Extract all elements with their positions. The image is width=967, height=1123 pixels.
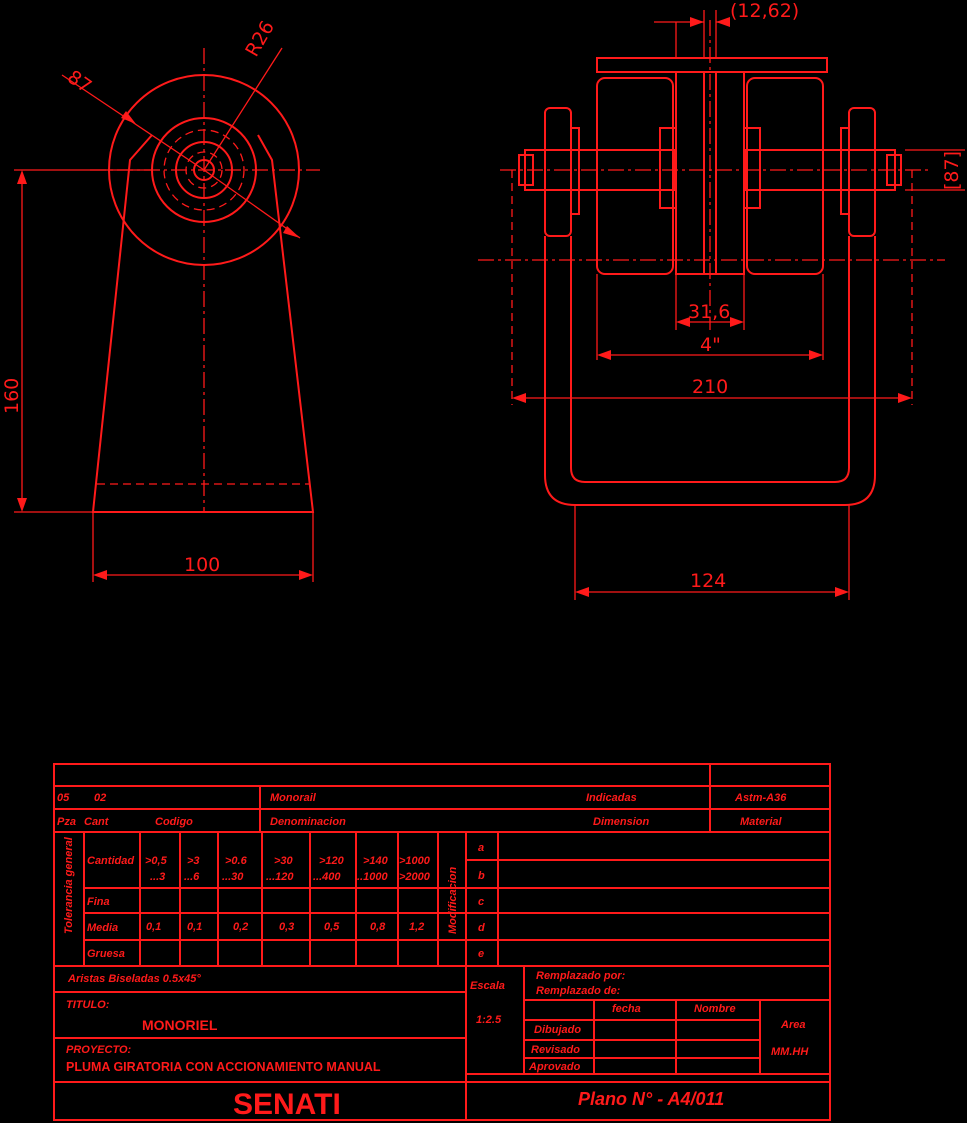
tb-media-values: 0,1 0,1 0,2 0,3 0,5 0,8 1,2: [146, 921, 424, 933]
tb-range: ...3: [150, 871, 165, 883]
tb-pza-value: 05: [57, 792, 70, 804]
tb-revisado: Revisado: [531, 1044, 580, 1056]
tb-mod-letter: d: [478, 922, 485, 934]
tb-range: >2000: [399, 871, 431, 883]
dim-front-radius: R26: [241, 17, 279, 60]
tb-range: >140: [363, 855, 389, 867]
tb-area-label: Area: [780, 1019, 805, 1031]
tb-media-value: 0,5: [324, 921, 340, 933]
tb-mod-letter: e: [478, 948, 484, 960]
tb-codigo-header: Codigo: [155, 816, 193, 828]
tb-range: >120: [319, 855, 345, 867]
tb-row-media: Media: [87, 922, 118, 934]
tb-modificacion-label: Modificacion: [447, 866, 459, 934]
tb-escala: 1:2.5: [476, 1014, 502, 1026]
tb-media-value: 0,3: [279, 921, 294, 933]
tb-range: ..1000: [357, 871, 388, 883]
tb-media-value: 0,8: [370, 921, 386, 933]
side-view: (12,62) 31,6 4" 210 124 [87]: [478, 0, 965, 600]
tb-dibujado: Dibujado: [534, 1024, 581, 1036]
tb-escala-label: Escala: [470, 980, 505, 992]
tb-material-header: Material: [740, 816, 783, 828]
tb-proyecto-label: PROYECTO:: [66, 1044, 132, 1056]
tb-mod-letter: c: [478, 896, 484, 908]
tb-titulo: MONORIEL: [142, 1017, 218, 1033]
dim-front-width: 100: [184, 554, 220, 576]
tb-remplazado-de: Remplazado de:: [536, 985, 621, 997]
title-block: 05 02 Monorail Indicadas Astm-A36 Pza Ca…: [53, 763, 831, 1121]
tb-row-fina: Fina: [87, 896, 110, 908]
tb-media-value: 0,2: [233, 921, 248, 933]
tb-range: >0,5: [145, 855, 168, 867]
dim-side-gap: (12,62): [730, 0, 799, 22]
tb-range: ...6: [184, 871, 200, 883]
tb-range: ...30: [222, 871, 244, 883]
tb-aristas: Aristas Biseladas 0.5x45°: [67, 973, 201, 985]
tb-pza-header: Pza: [57, 816, 76, 828]
tb-nombre: Nombre: [694, 1003, 736, 1015]
tb-plano: Plano N° - A4/011: [578, 1089, 724, 1109]
tb-range: >0.6: [225, 855, 248, 867]
tb-range: >1000: [399, 855, 431, 867]
tb-area: MM.HH: [771, 1046, 809, 1058]
dim-side-wheel: 4": [700, 334, 721, 356]
tb-dimension-header: Dimension: [593, 816, 650, 828]
dim-side-bottom: 124: [690, 570, 726, 592]
tb-dimension-value: Indicadas: [586, 792, 637, 804]
dim-side-right: [87]: [941, 151, 963, 190]
tb-row-gruesa: Gruesa: [87, 948, 125, 960]
tb-cantidad-label: Cantidad: [87, 855, 134, 867]
tb-mod-letter: a: [478, 842, 484, 854]
dim-side-width: 210: [692, 376, 728, 398]
tb-range: >30: [274, 855, 294, 867]
tb-proyecto: PLUMA GIRATORIA CON ACCIONAMIENTO MANUAL: [66, 1060, 381, 1074]
tb-media-value: 0,1: [187, 921, 202, 933]
tb-media-value: 1,2: [409, 921, 424, 933]
tb-denominacion-header: Denominacion: [270, 816, 346, 828]
dim-front-diameter: 87: [63, 66, 95, 98]
tb-titulo-label: TITULO:: [66, 999, 110, 1011]
dim-front-height: 160: [1, 378, 23, 414]
tb-mod-letter: b: [478, 870, 485, 882]
tb-aprovado: Aprovado: [528, 1061, 581, 1073]
tb-range: >3: [187, 855, 200, 867]
tb-fecha: fecha: [612, 1003, 641, 1015]
tb-range: ...120: [266, 871, 294, 883]
tb-denominacion-value: Monorail: [270, 792, 317, 804]
tb-cant-header: Cant: [84, 816, 110, 828]
tb-media-value: 0,1: [146, 921, 161, 933]
tb-company: SENATI: [233, 1088, 341, 1121]
front-view: 87 R26 160 100: [1, 17, 320, 582]
tb-remplazado-por: Remplazado por:: [536, 970, 626, 982]
tb-tolerancia-label: Tolerancia general: [63, 836, 75, 934]
dim-side-shaft: 31,6: [688, 301, 730, 323]
tb-cant-value: 02: [94, 792, 106, 804]
tb-range-cells: >0,5 ...3 >3 ...6 >0.6 ...30 >30 ...120 …: [145, 855, 431, 883]
tb-range: ...400: [313, 871, 341, 883]
tb-material-value: Astm-A36: [734, 792, 787, 804]
